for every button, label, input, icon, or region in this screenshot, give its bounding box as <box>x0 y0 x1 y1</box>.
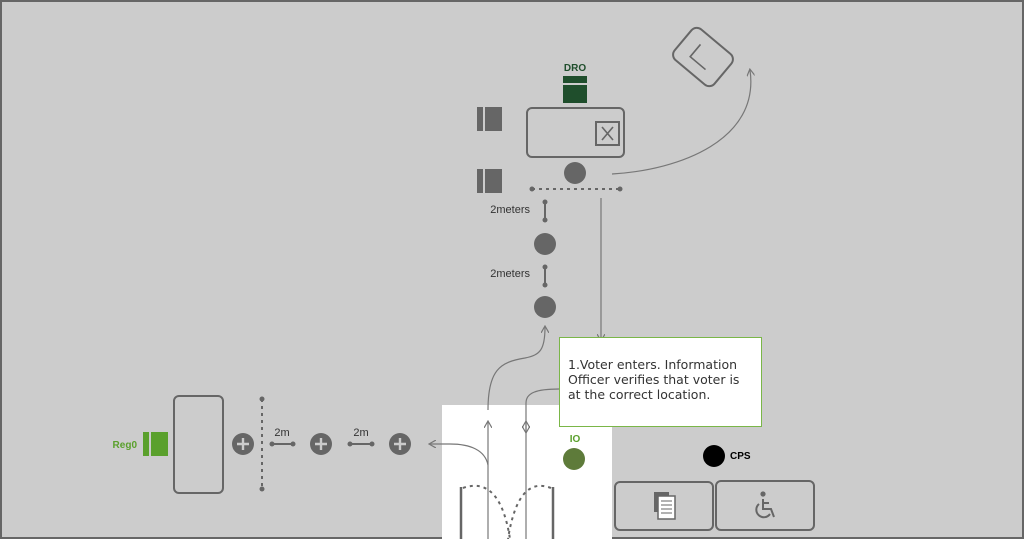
plus-circle-icon <box>310 433 332 455</box>
distance-label-mid: 2meters <box>490 268 530 280</box>
arrow-to-registration <box>430 444 489 466</box>
io-label: IO <box>570 434 581 445</box>
spacing-marker-left <box>269 441 296 447</box>
x-mark-icon <box>595 121 620 146</box>
spacing-marker-right <box>347 441 375 447</box>
registration-queue-line <box>259 396 265 492</box>
dro-queue-line <box>529 186 623 192</box>
dro-marker <box>563 76 587 103</box>
reg0-label: Reg0 <box>113 440 138 451</box>
spacing-marker-top <box>542 199 548 223</box>
entrance-door <box>459 484 555 539</box>
person-at-dro <box>564 162 586 184</box>
callout-text: 1.Voter enters. Information Officer veri… <box>568 357 740 402</box>
dro-label: DRO <box>564 63 586 74</box>
counter-documents <box>614 481 714 531</box>
document-stack-icon <box>654 492 676 520</box>
queue-person-3 <box>534 296 556 318</box>
step-callout: 1.Voter enters. Information Officer veri… <box>559 337 762 427</box>
arrow-from-callout <box>526 388 560 432</box>
plus-circle-icon <box>389 433 411 455</box>
chair-lower <box>477 169 502 193</box>
cps-label: CPS <box>730 451 751 462</box>
distance-label-top: 2meters <box>490 204 530 216</box>
information-officer-marker <box>563 448 585 470</box>
plus-circle-icon <box>232 433 254 455</box>
arrow-to-queue <box>487 327 545 411</box>
arrow-to-ballot-box <box>611 70 751 175</box>
dro-table <box>526 107 625 158</box>
ballot-box-icon <box>672 26 734 88</box>
cps-marker <box>703 445 725 467</box>
counter-accessible <box>715 480 815 531</box>
spacing-marker-mid <box>542 264 548 288</box>
reg0-marker <box>143 432 168 456</box>
chair-upper <box>477 107 502 131</box>
distance-label-left: 2m <box>274 427 289 439</box>
distance-label-right: 2m <box>353 427 368 439</box>
registration-table <box>173 395 224 494</box>
wheelchair-icon <box>755 491 775 519</box>
queue-person-2 <box>534 233 556 255</box>
